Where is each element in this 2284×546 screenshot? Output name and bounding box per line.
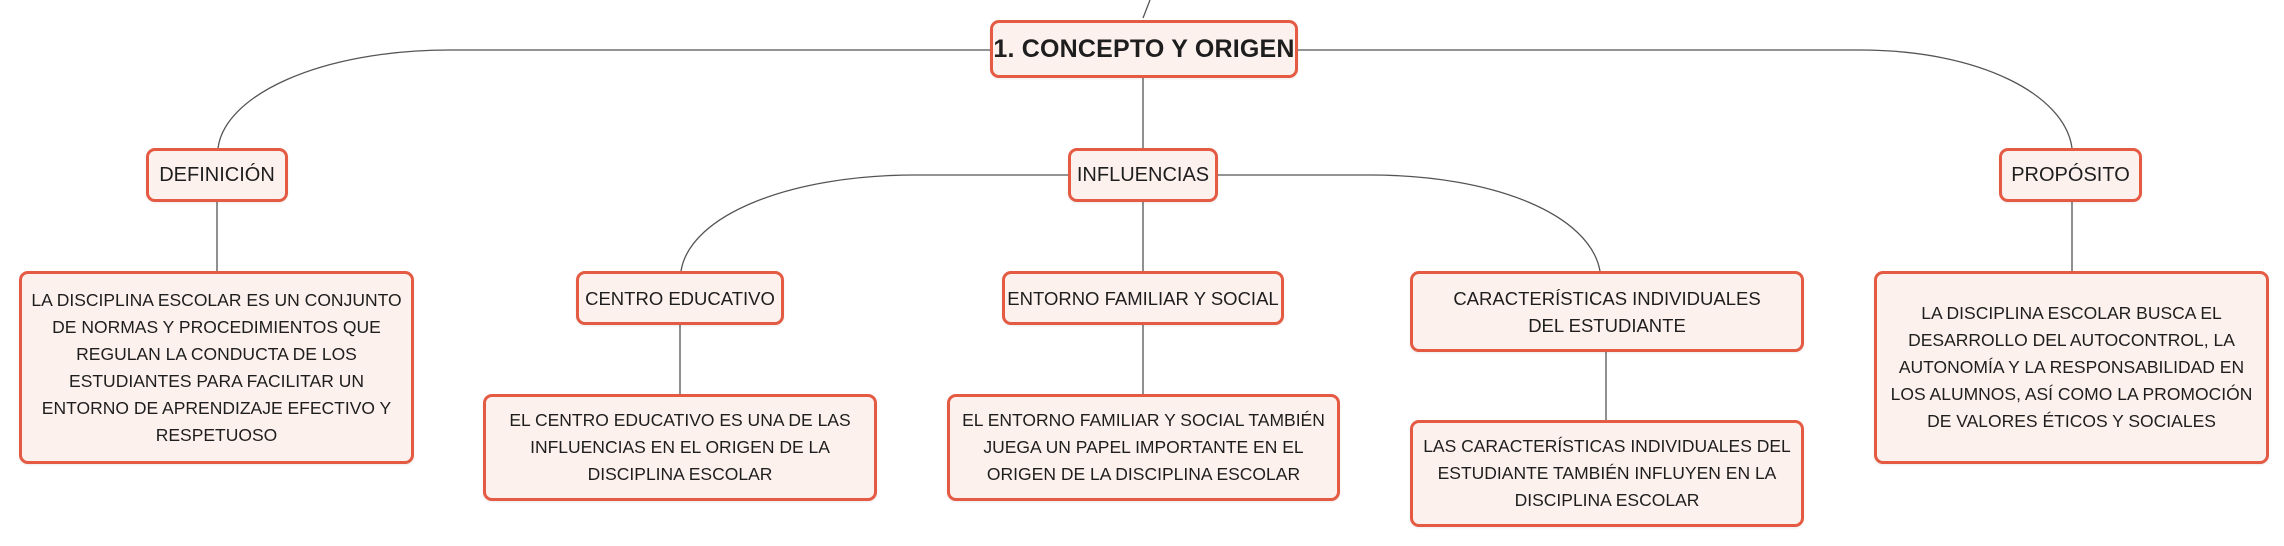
centro-educativo-text: EL CENTRO EDUCATIVO ES UNA DE LAS INFLUE…	[509, 410, 851, 484]
definicion-text: LA DISCIPLINA ESCOLAR ES UN CONJUNTO DE …	[31, 289, 402, 445]
proposito-text-node[interactable]: LA DISCIPLINA ESCOLAR BUSCA EL DESARROLL…	[1874, 271, 2269, 464]
centro-educativo-text-node[interactable]: EL CENTRO EDUCATIVO ES UNA DE LAS INFLUE…	[483, 394, 877, 501]
caracteristicas-text: LAS CARACTERÍSTICAS INDIVIDUALES DEL EST…	[1423, 436, 1791, 510]
influencias-title: INFLUENCIAS	[1076, 163, 1210, 186]
centro-educativo-node[interactable]: CENTRO EDUCATIVO	[576, 271, 784, 325]
connector-root-definicion	[217, 49, 990, 149]
caracteristicas-title: CARACTERÍSTICAS INDIVIDUALES DEL ESTUDIA…	[1453, 287, 1761, 336]
entorno-familiar-node[interactable]: ENTORNO FAMILIAR Y SOCIAL	[1002, 271, 1284, 325]
proposito-node[interactable]: PROPÓSITO	[1999, 148, 2142, 202]
entorno-familiar-text-node[interactable]: EL ENTORNO FAMILIAR Y SOCIAL TAMBIÉN JUE…	[947, 394, 1340, 501]
entorno-familiar-title: ENTORNO FAMILIAR Y SOCIAL	[1007, 287, 1279, 309]
entorno-familiar-text: EL ENTORNO FAMILIAR Y SOCIAL TAMBIÉN JUE…	[962, 410, 1325, 484]
definicion-title: DEFINICIÓN	[159, 163, 275, 186]
proposito-title: PROPÓSITO	[2011, 163, 2130, 186]
proposito-text: LA DISCIPLINA ESCOLAR BUSCA EL DESARROLL…	[1890, 303, 2253, 431]
definicion-node[interactable]: DEFINICIÓN	[146, 148, 288, 202]
connector-root-proposito	[1298, 49, 2073, 149]
centro-educativo-title: CENTRO EDUCATIVO	[585, 287, 775, 309]
caracteristicas-text-node[interactable]: LAS CARACTERÍSTICAS INDIVIDUALES DEL EST…	[1410, 420, 1804, 527]
influencias-node[interactable]: INFLUENCIAS	[1068, 148, 1218, 202]
caracteristicas-node[interactable]: CARACTERÍSTICAS INDIVIDUALES DEL ESTUDIA…	[1410, 271, 1804, 352]
root-title: 1. CONCEPTO Y ORIGEN	[993, 34, 1295, 63]
definicion-text-node[interactable]: LA DISCIPLINA ESCOLAR ES UN CONJUNTO DE …	[19, 271, 414, 464]
root-node[interactable]: 1. CONCEPTO Y ORIGEN	[990, 20, 1298, 78]
connector-top-stub	[1142, 0, 1151, 19]
connector-influencias-centro	[680, 174, 1068, 272]
connector-influencias-caracteristicas	[1218, 174, 1601, 272]
